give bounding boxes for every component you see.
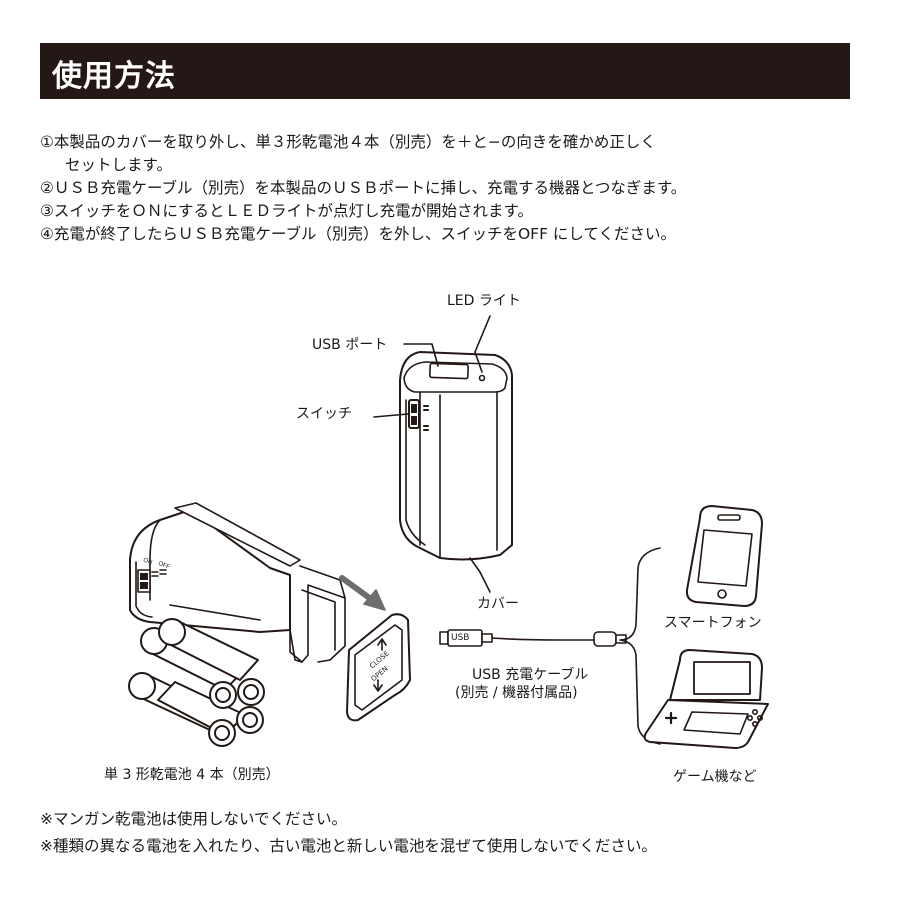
game-console-icon [643, 649, 769, 749]
page-title: 使用方法 [52, 59, 176, 94]
led-light [478, 374, 486, 382]
device-brace [619, 547, 661, 745]
usb-cable [439, 629, 627, 647]
battery-label: 単 3 形乾電池 4 本（別売） [104, 767, 280, 783]
instruction-steps: ①本製品のカバーを取り外し、単３形乾電池４本（別売）を＋と−の向きを確かめ正しく… [40, 131, 870, 246]
usb-port-leader-line [403, 343, 439, 367]
cover-leader-line [469, 557, 491, 593]
switch-on-unit [408, 399, 429, 431]
step-3: ③スイッチをＯＮにするとＬＥＤライトが点灯し充電が開始されます。 [40, 202, 534, 220]
step-4: ④充電が終了したらＵＳＢ充電ケーブル（別売）を外し、スイッチをOFF にしてくだ… [40, 225, 676, 243]
cable-sublabel: (別売 / 機器付属品) [455, 685, 578, 701]
switch-label: スイッチ [296, 406, 352, 422]
note-1: ※マンガン乾電池は使用しないでください。 [40, 810, 348, 828]
smartphone-icon [685, 505, 763, 607]
step-2: ②ＵＳＢ充電ケーブル（別売）を本製品のＵＳＢポートに挿し、充電する機器とつなぎま… [40, 179, 687, 197]
aa-batteries [128, 618, 265, 747]
caution-notes: ※マンガン乾電池は使用しないでください。 ※種類の異なる電池を入れたり、古い電池… [40, 806, 870, 860]
led-leader-line [474, 315, 491, 373]
header-bar: 使用方法 [40, 43, 850, 99]
usb-port-label: USB ポート [312, 337, 388, 353]
usb-plug-text: USB [451, 633, 470, 643]
step-1: ①本製品のカバーを取り外し、単３形乾電池４本（別売）を＋と−の向きを確かめ正しく [40, 133, 656, 151]
power-bank-unit [399, 351, 513, 561]
note-2: ※種類の異なる電池を入れたり、古い電池と新しい電池を混ぜて使用しないでください。 [40, 837, 657, 855]
battery-case-body [129, 502, 346, 663]
game-console-label: ゲーム機など [673, 769, 757, 785]
smartphone-label: スマートフォン [664, 615, 762, 631]
cable-label: USB 充電ケーブル [472, 667, 589, 683]
cover-label: カバー [477, 596, 519, 612]
step-1-continued: セットします。 [65, 156, 172, 174]
usb-port-slot [429, 362, 469, 380]
switch-leader-line [373, 413, 409, 418]
cover-plate [346, 613, 411, 722]
led-label: LED ライト [447, 293, 521, 309]
